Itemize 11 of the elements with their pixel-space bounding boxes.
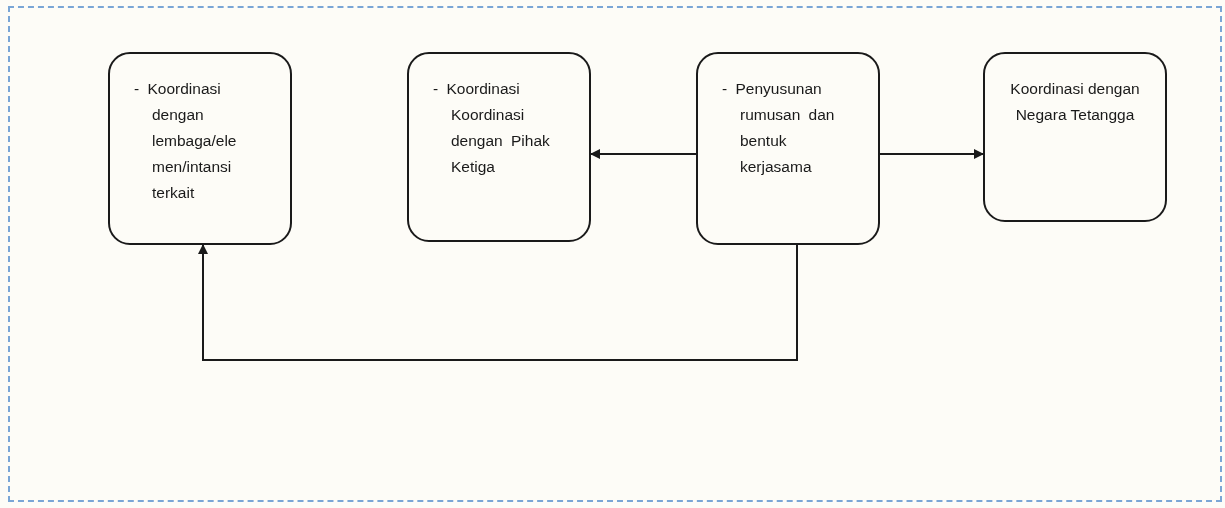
arrow <box>879 149 984 159</box>
arrow <box>590 149 697 159</box>
box-text: - Penyusunan rumusan dan bentuk kerjasama <box>722 79 836 177</box>
box-text: - Koordinasi dengan lembaga/ele men/intansi terkait <box>134 79 238 203</box>
box-text: Koordinasi dengan Negara Tetangga <box>1009 79 1141 125</box>
process-box <box>108 52 292 245</box>
box-text: - Koordinasi Koordinasi dengan Pihak Ketiga <box>433 79 551 177</box>
arrow <box>198 244 798 361</box>
process-box <box>696 52 880 245</box>
process-box <box>407 52 591 242</box>
process-box <box>983 52 1167 222</box>
